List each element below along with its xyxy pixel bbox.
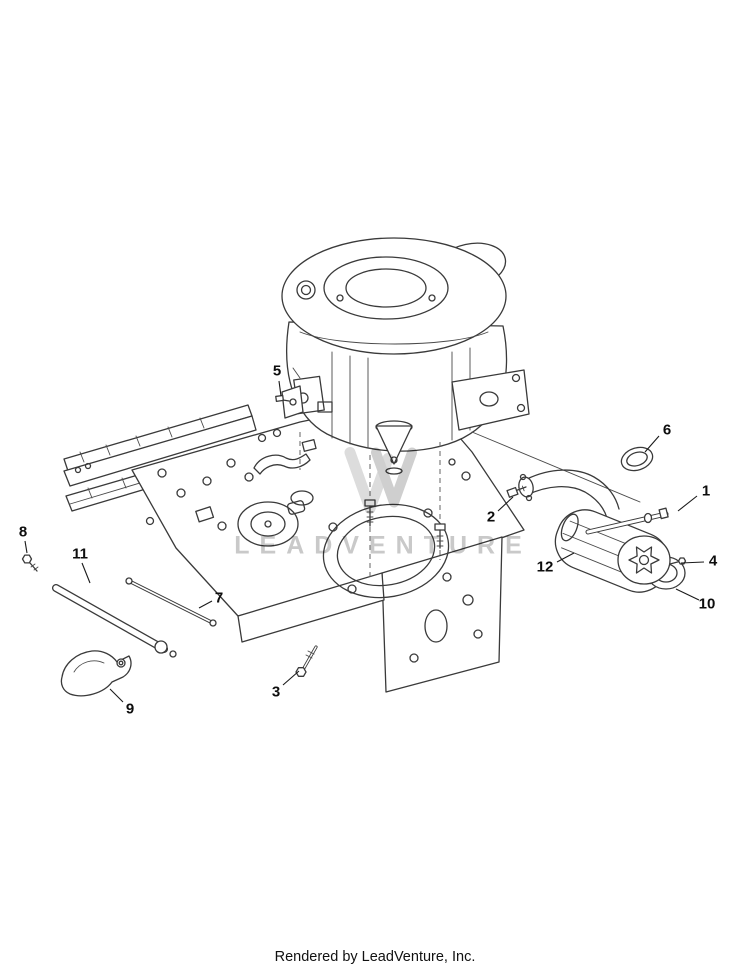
callout-3[interactable]: 3: [271, 683, 281, 701]
callout-5[interactable]: 5: [272, 362, 282, 380]
callout-1[interactable]: 1: [701, 482, 711, 500]
engine-assembly: [281, 237, 530, 475]
muffler-bolt: [585, 507, 669, 535]
frame-plate: [131, 395, 525, 693]
bolt-5: [275, 394, 290, 403]
callout-8[interactable]: 8: [18, 523, 28, 541]
callout-7[interactable]: 7: [214, 589, 224, 607]
bolt-3: [295, 645, 318, 677]
mount-bolt: [434, 523, 446, 549]
leader-lines: [24, 380, 705, 703]
callout-9[interactable]: 9: [125, 700, 135, 718]
bolt-8: [21, 554, 39, 572]
callout-2[interactable]: 2: [486, 508, 496, 526]
callout-10[interactable]: 10: [698, 595, 716, 613]
bracket-9: [60, 650, 132, 697]
callout-4[interactable]: 4: [708, 552, 718, 570]
muffler-assembly: [506, 446, 687, 593]
callout-12[interactable]: 12: [536, 558, 554, 576]
pipe-bolt: [506, 485, 527, 498]
callout-6[interactable]: 6: [662, 421, 672, 439]
callout-11[interactable]: 11: [72, 545, 88, 563]
rod-11: [52, 584, 177, 658]
footer-credit: Rendered by LeadVenture, Inc.: [274, 949, 476, 965]
rod-7: [125, 577, 217, 627]
